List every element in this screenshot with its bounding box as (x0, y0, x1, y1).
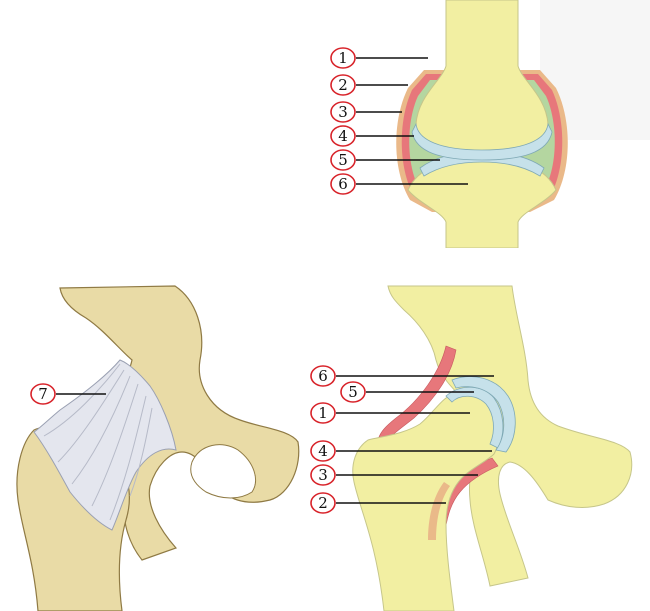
callout-hip-2-label: 2 (318, 494, 328, 512)
callout-hip-4: 4 (311, 441, 335, 461)
callout-3: 3 (331, 102, 355, 122)
callout-hip-3-label: 3 (318, 466, 328, 484)
callout-hip-4-label: 4 (318, 442, 328, 460)
callout-4-label: 4 (338, 127, 348, 145)
callout-hip-5: 5 (341, 382, 365, 402)
callout-hip-5-label: 5 (348, 383, 358, 401)
callout-6-label: 6 (338, 175, 348, 193)
callout-hip-1-label: 1 (318, 404, 328, 422)
lower-bone (408, 160, 556, 248)
callout-hip-2: 2 (311, 493, 335, 513)
hip-ligament-illustration (17, 286, 299, 611)
callout-hip-6-label: 6 (318, 367, 328, 385)
callout-6: 6 (331, 174, 355, 194)
hip-joint-diagram (353, 286, 632, 611)
callout-2: 2 (331, 75, 355, 95)
callout-7: 7 (31, 384, 55, 404)
callout-3-label: 3 (338, 103, 348, 121)
callout-4: 4 (331, 126, 355, 146)
callout-5-label: 5 (338, 151, 348, 169)
callout-5: 5 (331, 150, 355, 170)
callout-2-label: 2 (338, 76, 348, 94)
callout-hip-1: 1 (311, 403, 335, 423)
callout-1-label: 1 (338, 49, 348, 67)
synovial-joint-diagram (396, 0, 650, 248)
callout-hip-3: 3 (311, 465, 335, 485)
callout-1: 1 (331, 48, 355, 68)
callout-hip-6: 6 (311, 366, 335, 386)
callout-7-label: 7 (38, 385, 48, 403)
